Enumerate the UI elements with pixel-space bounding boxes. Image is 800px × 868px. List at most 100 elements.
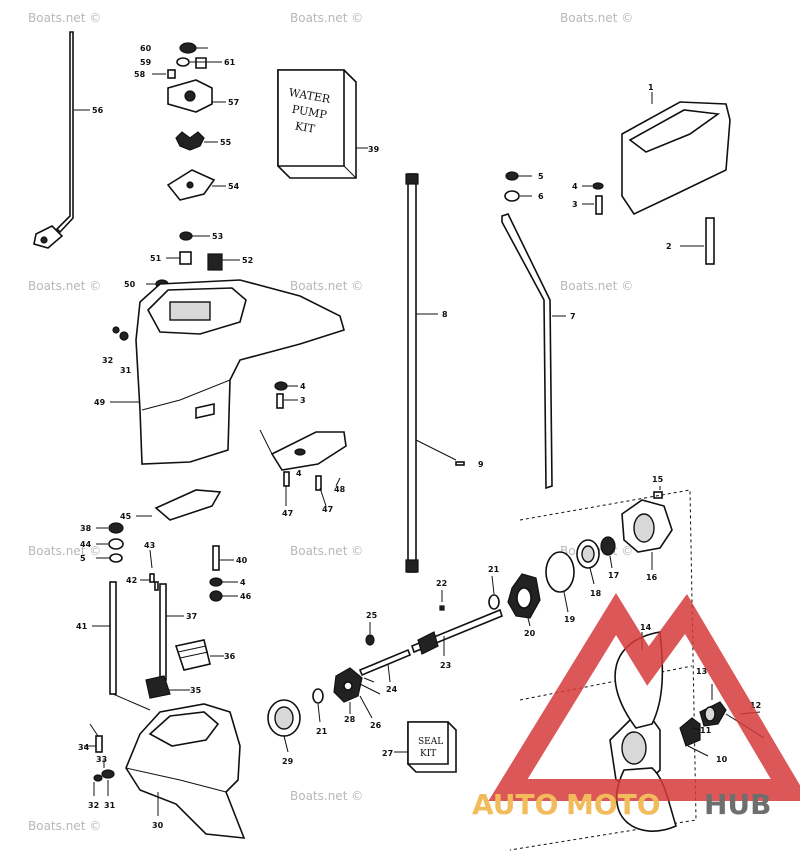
parts-42-43 — [140, 549, 159, 591]
callout-4-lower: 4 — [240, 578, 246, 587]
watermark-10: Boats.net © — [28, 819, 101, 833]
callout-42: 42 — [126, 576, 137, 585]
watermark-3: Boats.net © — [560, 11, 633, 25]
water-pump-kit-line-2: PUMP — [291, 103, 328, 122]
watermark-11: Boats.net © — [290, 789, 363, 803]
seal-kit-line-1: SEAL — [418, 737, 443, 747]
part-45-gasket — [136, 489, 222, 521]
part-49-driveshaft-housing — [110, 279, 345, 465]
callout-24: 24 — [386, 685, 398, 694]
parts-3-4-5-6-fasteners — [504, 171, 604, 215]
callout-33: 33 — [96, 755, 107, 764]
callout-49: 49 — [94, 398, 106, 407]
callout-44: 44 — [80, 540, 92, 549]
watermark-8: Boats.net © — [290, 544, 363, 558]
callout-34: 34 — [78, 743, 90, 752]
automotohub-logo: AUTO MOTO HUB — [472, 592, 800, 821]
callout-54: 54 — [228, 182, 240, 191]
callout-1: 1 — [648, 83, 654, 92]
part-20-gear — [507, 573, 541, 627]
callout-35: 35 — [190, 686, 202, 695]
callout-20: 20 — [524, 629, 536, 638]
callout-22: 22 — [436, 579, 447, 588]
callout-48: 48 — [334, 485, 346, 494]
callout-17: 17 — [608, 571, 619, 580]
callout-53: 53 — [212, 232, 223, 241]
callout-37: 37 — [186, 612, 197, 621]
callout-46: 46 — [240, 592, 252, 601]
water-pump-stack — [146, 42, 240, 289]
callout-14: 14 — [640, 623, 652, 632]
callout-60: 60 — [140, 44, 152, 53]
callout-5-lower: 5 — [80, 554, 86, 563]
part-27-seal-kit: SEAL KIT — [394, 721, 457, 773]
callout-16: 16 — [646, 573, 658, 582]
callout-32-upper: 32 — [102, 356, 113, 365]
callout-25: 25 — [366, 611, 378, 620]
part-41-long-stud — [92, 581, 151, 711]
callout-26: 26 — [370, 721, 382, 730]
callout-55: 55 — [220, 138, 232, 147]
part-17-seal — [600, 536, 616, 569]
callout-40: 40 — [236, 556, 248, 565]
watermark-6: Boats.net © — [560, 279, 633, 293]
part-7-water-tube — [501, 213, 566, 490]
callout-13: 13 — [696, 667, 707, 676]
callout-23: 23 — [440, 661, 451, 670]
part-8-driveshaft — [405, 173, 438, 573]
callout-47-right: 47 — [322, 505, 333, 514]
callout-labels: 1 2 3 4 5 6 7 8 9 10 11 12 13 14 15 16 1… — [76, 44, 761, 830]
callout-2: 2 — [666, 242, 672, 251]
watermark-4: Boats.net © — [28, 279, 101, 293]
callout-57: 57 — [228, 98, 239, 107]
callout-56: 56 — [92, 106, 104, 115]
callout-15: 15 — [652, 475, 664, 484]
seal-kit-line-2: KIT — [420, 749, 436, 759]
parts-38-44-5 — [96, 522, 124, 563]
parts-10-11-13 — [679, 684, 727, 757]
callout-29: 29 — [282, 757, 294, 766]
callout-47-left: 47 — [282, 509, 293, 518]
part-16-bearing-carrier — [621, 486, 673, 570]
watermark-5: Boats.net © — [290, 279, 363, 293]
callout-9: 9 — [478, 460, 484, 469]
callout-45: 45 — [120, 512, 132, 521]
callout-18: 18 — [590, 589, 602, 598]
logo-auto: AUTO — [472, 788, 558, 821]
part-26-pin — [359, 677, 381, 719]
callout-51: 51 — [150, 254, 162, 263]
part-39-water-pump-kit: WATER PUMP KIT — [277, 69, 368, 179]
callout-4-mid: 4 — [300, 382, 306, 391]
callout-5-upper: 5 — [538, 172, 544, 181]
part-40-stud-group — [209, 545, 238, 602]
callout-21-lower: 21 — [316, 727, 328, 736]
part-19-oring — [545, 551, 575, 613]
part-1-exhaust-housing — [621, 92, 731, 216]
part-35-shift-cam — [145, 675, 190, 699]
part-23-propshaft — [411, 608, 503, 656]
callout-59: 59 — [140, 58, 152, 67]
part-29-bearing — [267, 699, 301, 753]
callout-58: 58 — [134, 70, 146, 79]
callout-28: 28 — [344, 715, 356, 724]
part-9-pin — [415, 439, 465, 466]
part-18-bearing — [576, 539, 600, 585]
callout-32-lower: 32 — [88, 801, 99, 810]
part-48-cover-plate — [259, 381, 347, 507]
callout-6: 6 — [538, 192, 544, 201]
watermark-2: Boats.net © — [290, 11, 363, 25]
part-25-pin — [365, 622, 375, 646]
water-pump-kit-line-3: KIT — [294, 120, 317, 136]
part-56-shift-rod — [33, 31, 90, 249]
logo-moto: MOTO — [566, 788, 661, 821]
callout-30: 30 — [152, 821, 164, 830]
callout-27: 27 — [382, 749, 393, 758]
part-22-key — [439, 590, 445, 611]
callout-50: 50 — [124, 280, 136, 289]
callout-3-upper: 3 — [572, 200, 578, 209]
callout-52: 52 — [242, 256, 253, 265]
callout-39: 39 — [368, 145, 380, 154]
callout-4-plate: 4 — [296, 469, 302, 478]
callout-19: 19 — [564, 615, 576, 624]
